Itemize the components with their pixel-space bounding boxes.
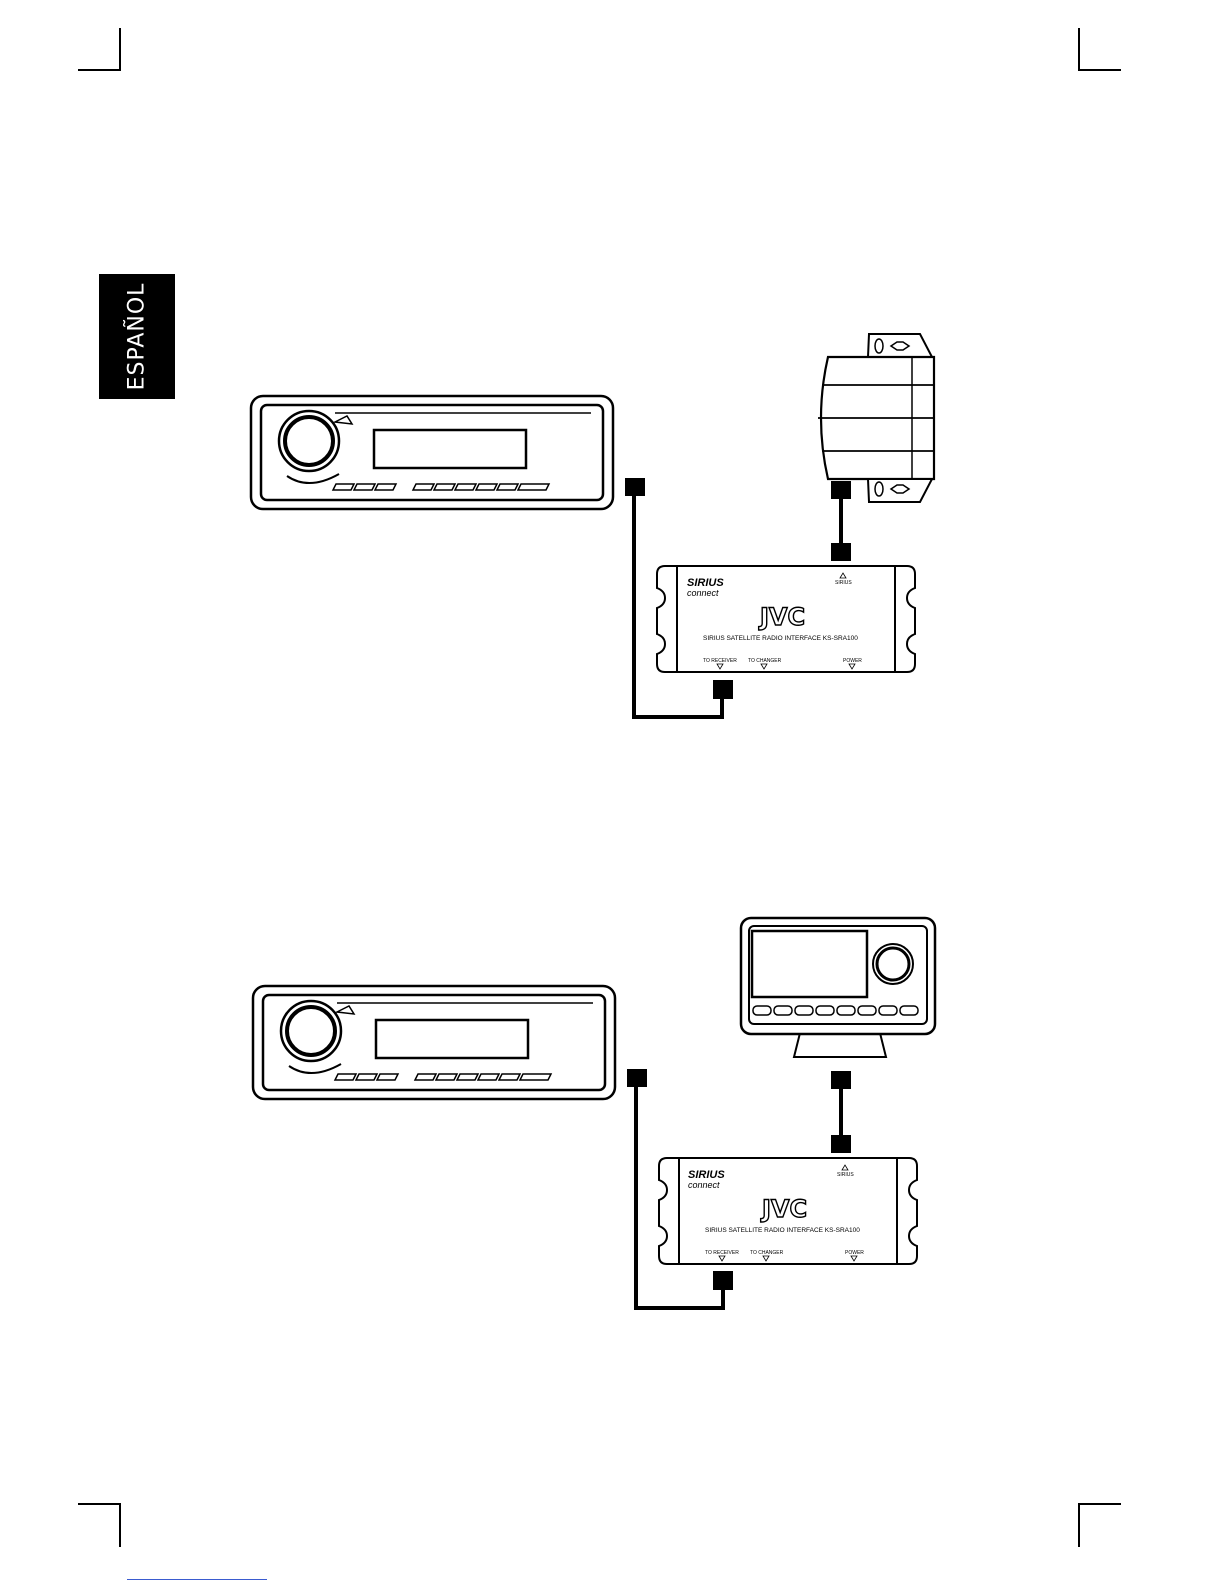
- sirius-plug-and-play-radio: [741, 918, 935, 1057]
- diagram-bottom: SIRIUS connect JVC SIRIUS SATELLITE RADI…: [253, 918, 935, 1308]
- port-label-receiver: TO RECEIVER: [703, 658, 737, 664]
- interface-box-bottom: SIRIUS connect JVC SIRIUS SATELLITE RADI…: [659, 1158, 917, 1264]
- interface-box-top: SIRIUS connect JVC SIRIUS SATELLITE RADI…: [657, 566, 915, 672]
- jvc-logo: JVC: [758, 603, 805, 631]
- brand-connect: connect: [687, 588, 719, 598]
- cable-plug-sirius-port-top: [831, 543, 851, 561]
- cable-plug-receiver-bottom: [627, 1069, 647, 1087]
- port-label-receiver: TO RECEIVER: [705, 1250, 739, 1256]
- port-label-changer: TO CHANGER: [748, 658, 782, 664]
- interface-title: SIRIUS SATELLITE RADIO INTERFACE KS-SRA1…: [703, 635, 858, 642]
- cable-plug-interface-bottom: [713, 1271, 733, 1290]
- cable-plug-interface-top: [713, 680, 733, 699]
- cable-plug-receiver-top: [625, 478, 645, 496]
- port-label-power: POWER: [845, 1250, 864, 1256]
- cable-plug-tuner-top: [831, 481, 851, 499]
- brand-connect: connect: [688, 1180, 720, 1190]
- car-receiver-bottom: [253, 986, 615, 1099]
- port-label-sirius: SIRIUS: [835, 580, 852, 586]
- port-label-changer: TO CHANGER: [750, 1250, 784, 1256]
- sirius-tuner-module: [818, 334, 934, 502]
- port-label-sirius: SIRIUS: [837, 1172, 854, 1178]
- port-label-power: POWER: [843, 658, 862, 664]
- interface-title: SIRIUS SATELLITE RADIO INTERFACE KS-SRA1…: [705, 1227, 860, 1234]
- cable-plug-sirius-port-bottom: [831, 1135, 851, 1153]
- diagram-top: SIRIUS connect JVC SIRIUS SATELLITE RADI…: [251, 334, 934, 717]
- cable-plug-radio-bottom: [831, 1071, 851, 1089]
- car-receiver-top: [251, 396, 613, 509]
- jvc-logo: JVC: [760, 1195, 807, 1223]
